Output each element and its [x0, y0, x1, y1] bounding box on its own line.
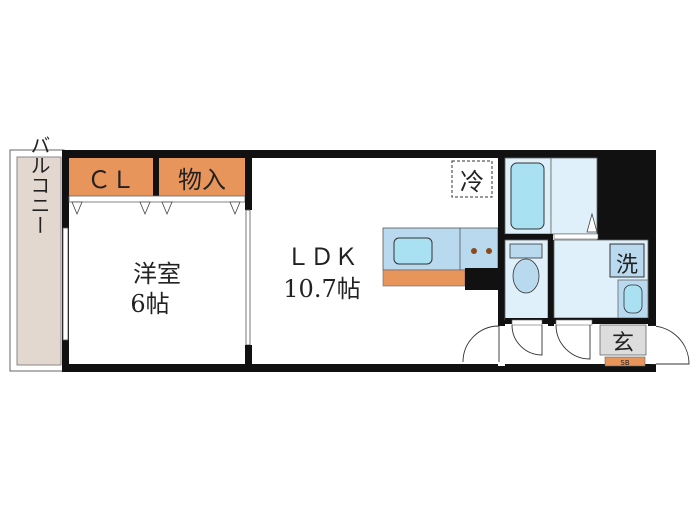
black-area [597, 150, 656, 240]
shoe-box [604, 356, 646, 367]
closet-divider [153, 158, 159, 202]
sliding-door [245, 209, 251, 346]
washbasin [623, 284, 643, 314]
bathtub [510, 162, 545, 230]
entrance-label: 玄 [612, 331, 634, 356]
western-room-name: 洋室 [133, 260, 181, 288]
fridge-label: 冷 [460, 168, 484, 196]
entrance [599, 324, 647, 356]
dressing-area [550, 157, 598, 235]
balcony-label: バルコニー [27, 135, 51, 235]
partition-wall [245, 150, 252, 210]
wall-segment [548, 240, 554, 326]
storage [159, 158, 245, 196]
closet-label: ＣＬ [87, 166, 135, 194]
partition-wall-lower [245, 345, 252, 367]
ldk-door [462, 325, 500, 363]
door-frame [555, 319, 593, 326]
toilet-tank [509, 243, 543, 259]
closet-door-marks [71, 201, 241, 216]
window-left [62, 227, 69, 341]
wall-right [648, 150, 656, 372]
bath-wall [498, 150, 505, 326]
toilet-door [511, 324, 543, 356]
kitchen-pillar [465, 268, 498, 290]
stove-burner [486, 248, 492, 254]
wall-segment [505, 234, 553, 240]
entrance-opening [648, 326, 656, 364]
entrance-door [650, 325, 690, 365]
kitchen-sink [393, 237, 433, 265]
toilet-bowl [512, 258, 540, 294]
western-room-size: 6帖 [130, 290, 169, 318]
closet-door-track [68, 195, 246, 203]
door-opening [498, 326, 505, 366]
closet [69, 158, 153, 196]
stove-burner [471, 248, 477, 254]
door-frame [511, 319, 543, 326]
kitchen-counter-edge [382, 269, 466, 287]
door-mark [586, 212, 598, 233]
door-track [553, 233, 599, 240]
ldk-name: ＬＤＫ [286, 243, 358, 271]
shoe-box-label: SB [620, 359, 629, 367]
washer-space [609, 243, 645, 278]
wall-top [62, 150, 656, 158]
wall-bottom [62, 364, 656, 372]
storage-label: 物入 [178, 166, 226, 194]
washer-label: 洗 [616, 253, 638, 278]
washroom-door [555, 324, 591, 360]
fridge-space [451, 160, 493, 198]
ldk-size: 10.7帖 [283, 275, 360, 303]
balcony [16, 156, 62, 366]
